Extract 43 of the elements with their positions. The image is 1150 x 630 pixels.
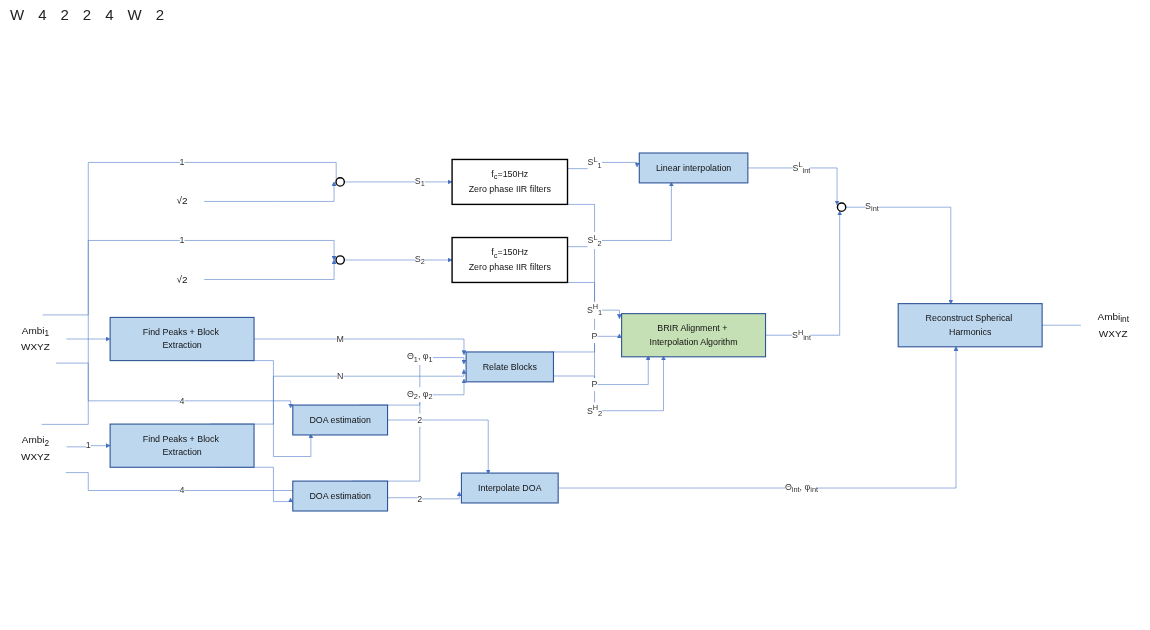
node-box: Relate Blocks: [465, 351, 555, 383]
bus-width-label: W: [127, 6, 142, 25]
node-circle: [335, 177, 345, 187]
node-box: Linear interpolation: [638, 152, 749, 184]
bus-width-label: 4: [38, 6, 47, 25]
node-circle: [335, 255, 345, 265]
node-text: √2: [176, 195, 188, 207]
edge-label: S$_{1}$: [414, 176, 425, 188]
bus-width-label: 4: [105, 6, 114, 25]
edge-label: P: [591, 379, 598, 389]
edge-label: 1: [179, 157, 185, 167]
node-box: f$_{c}$=150Hz Zero phase IIR filters: [451, 158, 569, 206]
edge-label: M: [336, 334, 344, 344]
node-text: Ambi$_{1}$ WXYZ: [21, 324, 50, 353]
node-box: f$_{c}$=150Hz Zero phase IIR filters: [451, 236, 569, 284]
edge-label: 2: [417, 415, 423, 425]
node-box: Find Peaks + Block Extraction: [109, 316, 255, 362]
node-box: Reconstruct Spherical Harmonics: [897, 303, 1043, 348]
node-box: DOA estimation: [292, 404, 389, 436]
edge-label: S$_{int}$: [865, 201, 879, 214]
edge-label: 1: [85, 440, 91, 451]
bus-width-label: W: [10, 6, 25, 25]
edge-label: 4: [179, 395, 185, 406]
node-box: DOA estimation: [292, 480, 389, 512]
node-text: √2: [176, 273, 188, 285]
node-text: Ambi$_{int}$ WXYZ: [1097, 311, 1129, 339]
node-box: Interpolate DOA: [460, 472, 559, 504]
edge-label: Θ$_{1}$, φ$_{1}$: [406, 351, 433, 364]
bus-width-label: 2: [155, 6, 165, 25]
edge-label: 2: [417, 493, 423, 504]
node-text: Ambi$_{2}$ WXYZ: [21, 434, 50, 463]
edge-label: Θ$_{2}$, φ$_{2}$: [406, 388, 433, 401]
node-circle: [836, 202, 847, 213]
edge-label: N: [336, 371, 344, 381]
bus-width-label: 2: [82, 6, 92, 25]
bus-width-label: 2: [60, 6, 69, 25]
edge-label: 4: [179, 485, 185, 495]
edge-label: S$_{2}$: [414, 254, 425, 266]
edge-label: P: [591, 331, 598, 341]
edge-label: 1: [179, 235, 185, 245]
node-box: BRIR Alignment + Interpolation Algorithm: [621, 313, 767, 358]
edge-label: Θ$_{int}$, φ$_{int}$: [784, 482, 819, 494]
node-box: Find Peaks + Block Extraction: [109, 423, 255, 468]
